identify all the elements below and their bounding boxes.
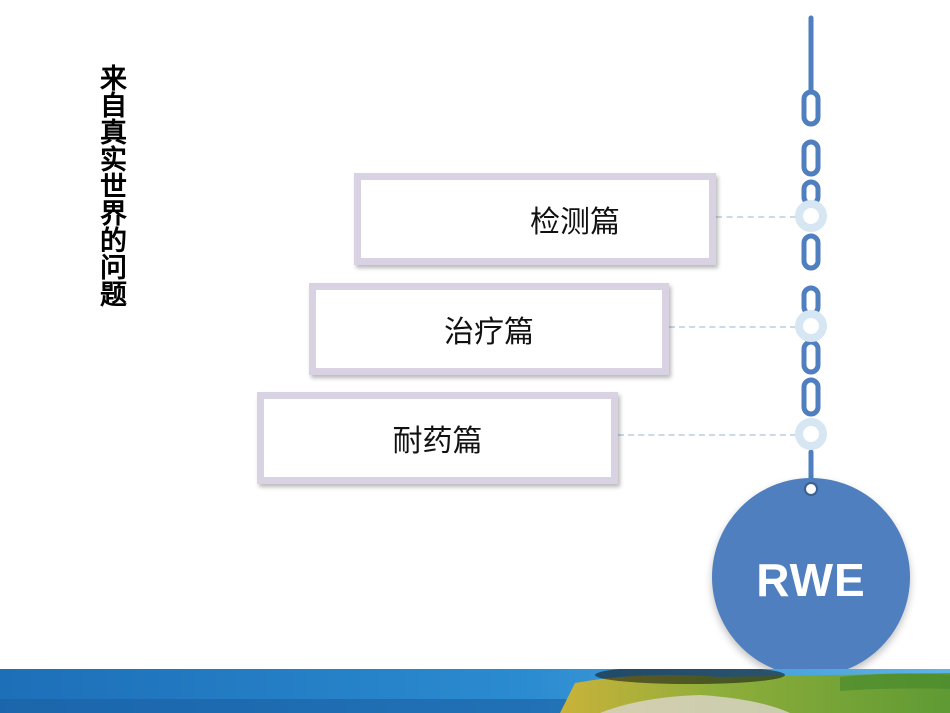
chain-ring-3 xyxy=(795,418,827,450)
chain-link xyxy=(801,233,821,271)
card-label: 治疗篇 xyxy=(444,315,534,350)
card-detection[interactable]: 检测篇 xyxy=(354,173,716,265)
connector-2 xyxy=(669,326,796,328)
chain-link xyxy=(801,89,821,127)
footer-banner xyxy=(0,669,950,713)
rwe-label: RWE xyxy=(756,554,866,606)
vertical-title: 来自真实世界的问题 xyxy=(95,64,126,307)
card-treatment[interactable]: 治疗篇 xyxy=(309,283,669,375)
chain-link xyxy=(801,377,821,417)
card-label: 检测篇 xyxy=(530,205,620,240)
connector-1 xyxy=(716,216,796,218)
card-resistance[interactable]: 耐药篇 xyxy=(257,392,618,484)
chain-link xyxy=(801,139,821,177)
hook-ring xyxy=(804,482,818,496)
chain-ring-2 xyxy=(795,310,827,342)
chain-ring-1 xyxy=(795,200,827,232)
connector-3 xyxy=(618,434,796,436)
card-label: 耐药篇 xyxy=(392,424,483,459)
rwe-ball: RWE xyxy=(712,478,910,676)
